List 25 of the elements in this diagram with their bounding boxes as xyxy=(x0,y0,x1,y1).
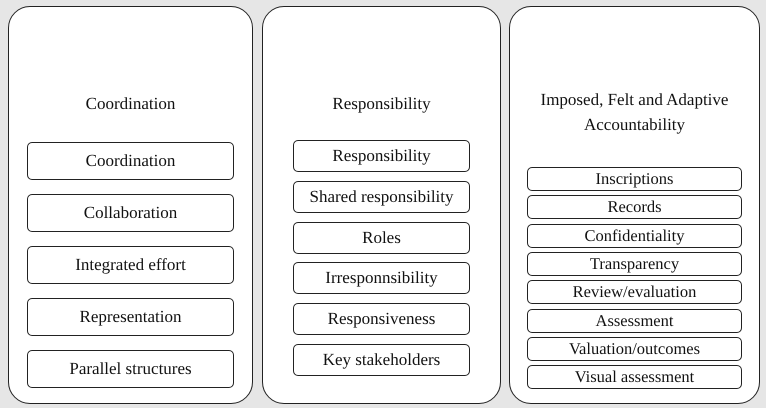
item-box: Shared responsibility xyxy=(293,180,470,213)
category-panel xyxy=(509,6,760,404)
item-box: Transparency xyxy=(527,252,742,276)
item-box: Key stakeholders xyxy=(293,344,470,376)
item-box: Collaboration xyxy=(27,194,234,232)
category-panel xyxy=(8,6,253,404)
item-box: Visual assessment xyxy=(527,365,742,390)
item-box: Representation xyxy=(27,298,234,336)
panel-title: Responsibility xyxy=(331,93,432,115)
item-box: Roles xyxy=(293,222,470,254)
item-box: Irresponnsibility xyxy=(293,262,470,294)
item-box: Valuation/outcomes xyxy=(527,336,742,361)
item-box: Parallel structures xyxy=(27,350,234,388)
item-box: Review/evaluation xyxy=(527,280,742,304)
category-panel xyxy=(262,6,501,404)
item-box: Responsiveness xyxy=(293,303,470,336)
panel-title: Coordination xyxy=(84,93,176,115)
item-box: Records xyxy=(527,195,742,220)
item-box: Inscriptions xyxy=(527,167,742,191)
item-box: Assessment xyxy=(527,308,742,332)
panel-title: Imposed, Felt and Adaptive Accountability xyxy=(540,89,730,136)
item-box: Responsibility xyxy=(293,140,470,172)
item-box: Integrated effort xyxy=(27,246,234,284)
item-box: Coordination xyxy=(27,142,234,180)
item-box: Confidentiality xyxy=(527,224,742,248)
